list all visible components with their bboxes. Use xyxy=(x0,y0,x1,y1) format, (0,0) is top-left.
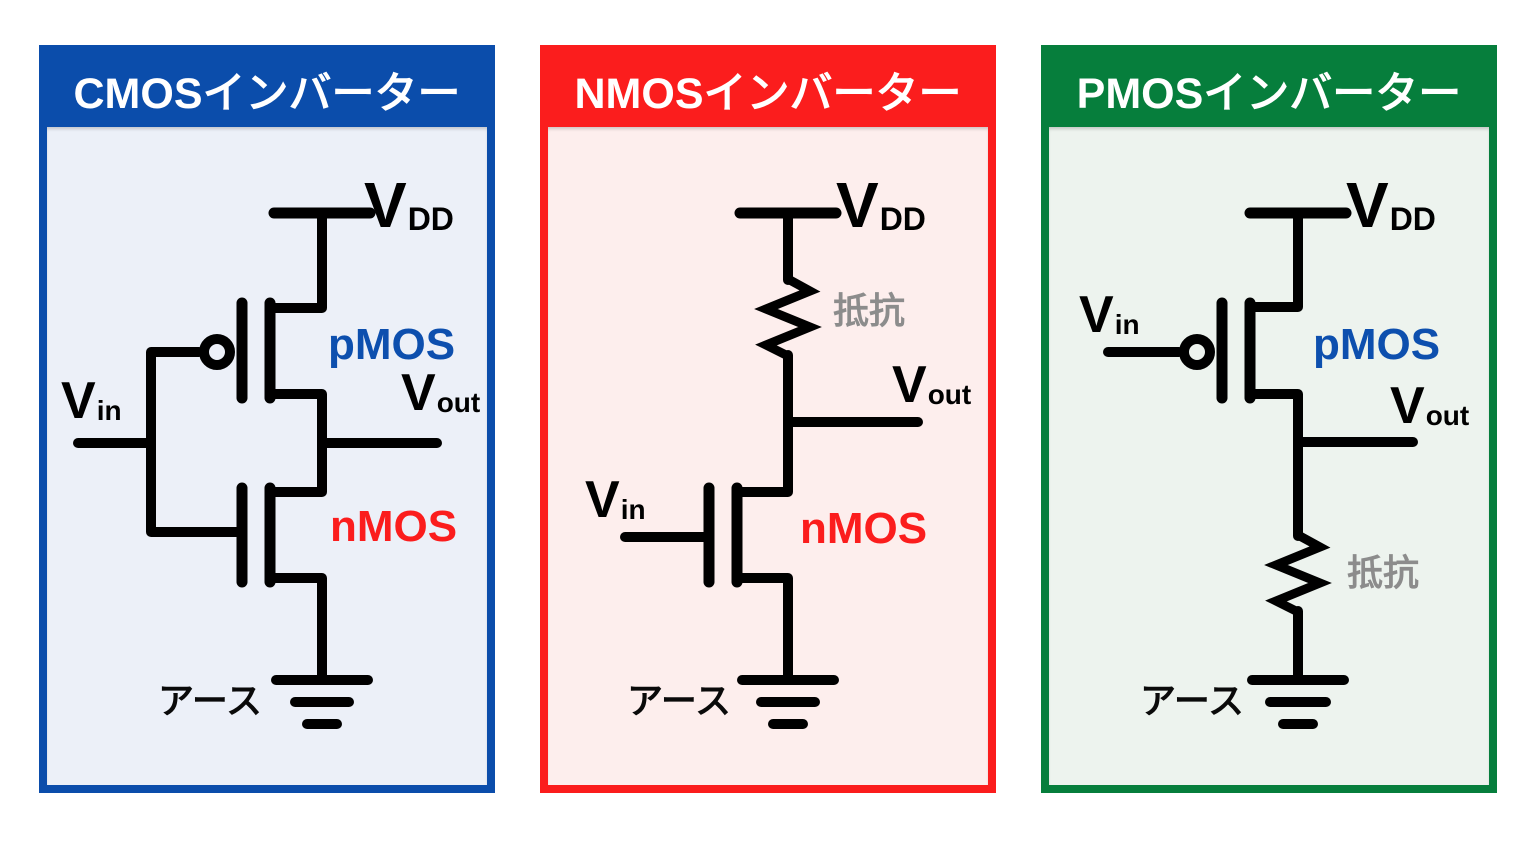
nmos-drain-wire xyxy=(265,438,327,497)
pmos-label: pMOS xyxy=(1313,320,1441,369)
nmos-label: nMOS xyxy=(330,502,458,551)
gate-rail-wire xyxy=(146,347,242,537)
panel-title: NMOSインバーター xyxy=(574,70,962,118)
ground-label: アース xyxy=(1140,680,1245,721)
panel-title: PMOSインバーター xyxy=(1076,70,1462,118)
cmos-circuit-drawing xyxy=(73,207,442,729)
resistor-icon xyxy=(754,274,822,361)
pmos-bubble-icon xyxy=(199,334,235,370)
pmos-source-wire xyxy=(268,208,327,313)
resistor-label: 抵抗 xyxy=(833,290,906,331)
panel-title-bar: CMOSインバーター xyxy=(47,53,487,127)
nmos-circuit-drawing xyxy=(620,207,923,729)
pmos-drain-wire xyxy=(1245,389,1303,447)
resistor-label: 抵抗 xyxy=(1347,552,1420,593)
panel-title-bar: NMOSインバーター xyxy=(548,53,988,127)
pmos-label: pMOS xyxy=(328,320,456,369)
ground-label: アース xyxy=(158,680,263,721)
nmos-source-wire xyxy=(732,573,793,682)
resistor-icon xyxy=(1264,530,1332,617)
nmos-source-wire xyxy=(265,573,327,682)
panel-title: CMOSインバーター xyxy=(73,70,461,118)
ground-label: アース xyxy=(627,680,732,721)
nmos-label: nMOS xyxy=(800,504,928,553)
panel-title-bar: PMOSインバーター xyxy=(1049,53,1489,127)
pmos-source-wire xyxy=(1248,208,1303,312)
pmos-bubble-icon xyxy=(1179,334,1215,370)
nmos-drain-wire xyxy=(736,417,793,497)
pmos-drain-wire xyxy=(265,389,327,448)
pmos-circuit-drawing xyxy=(1103,207,1418,729)
